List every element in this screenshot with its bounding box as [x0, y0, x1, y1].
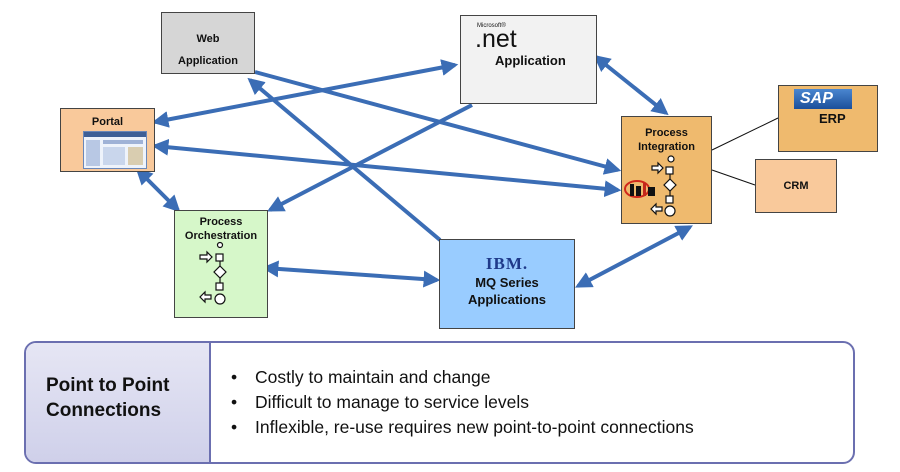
- portal-screenshot-thumbnail: [83, 131, 147, 169]
- arrow-net-integration: [593, 54, 669, 116]
- net-application-box: Microsoft® .net Application: [460, 15, 597, 104]
- bullet-item: Costly to maintain and change: [231, 365, 694, 390]
- process-orchestration-label-line1: Process: [199, 216, 243, 228]
- caption-title-line2: Connections: [46, 400, 162, 421]
- integration-logo-icon: [624, 180, 655, 198]
- line-integration-erp: [711, 117, 779, 151]
- bullet-item: Inflexible, re-use requires new point-to…: [231, 415, 694, 440]
- arrow-portal-net: [151, 59, 459, 128]
- process-integration-label-line1: Process: [645, 127, 688, 139]
- crm-box: CRM: [755, 159, 837, 213]
- caption-title: Point to Point Connections: [46, 373, 169, 423]
- net-application-label: Application: [495, 53, 566, 68]
- erp-box: SAP ERP: [778, 85, 878, 152]
- line-integration-crm: [711, 169, 756, 186]
- portal-label: Portal: [91, 116, 124, 128]
- mq-series-label-line2: Applications: [467, 292, 546, 307]
- web-application-box: Web Application: [161, 12, 255, 74]
- caption-panel: Point to Point Connections Costly to mai…: [24, 341, 855, 464]
- orchestration-flow-icon: [199, 241, 227, 305]
- erp-label: ERP: [819, 111, 846, 126]
- arrow-portal-orchestration: [135, 167, 181, 213]
- caption-title-panel: Point to Point Connections: [26, 343, 211, 462]
- process-orchestration-label-line2: Orchestration: [184, 230, 258, 242]
- arrow-mq-to-web: [247, 77, 442, 242]
- process-integration-label-line2: Integration: [638, 141, 695, 153]
- ibm-logo: IBM.: [485, 254, 529, 273]
- caption-title-line1: Point to Point: [46, 375, 170, 396]
- process-orchestration-box: Process Orchestration: [174, 210, 268, 318]
- arrow-mq-integration: [575, 225, 693, 288]
- arrow-portal-integration: [151, 138, 622, 198]
- crm-label: CRM: [783, 180, 809, 192]
- caption-bullet-list: Costly to maintain and change Difficult …: [231, 365, 694, 440]
- arrow-orchestration-mq: [261, 260, 441, 288]
- process-flow-icon: [650, 155, 677, 217]
- arrow-net-to-orchestration: [267, 103, 473, 212]
- mq-series-box: IBM. MQ Series Applications: [439, 239, 575, 329]
- portal-box: Portal: [60, 108, 155, 172]
- mq-series-label-line1: MQ Series: [475, 275, 539, 290]
- microsoft-logo-text: Microsoft®: [477, 23, 506, 29]
- net-logo: .net: [475, 25, 517, 53]
- bullet-item: Difficult to manage to service levels: [231, 390, 694, 415]
- web-application-label-line1: Web: [196, 33, 220, 45]
- sap-logo-text: SAP: [800, 90, 833, 107]
- process-integration-box: Process Integration: [621, 116, 712, 224]
- web-application-label-line2: Application: [178, 55, 238, 67]
- sap-logo: SAP: [794, 89, 852, 109]
